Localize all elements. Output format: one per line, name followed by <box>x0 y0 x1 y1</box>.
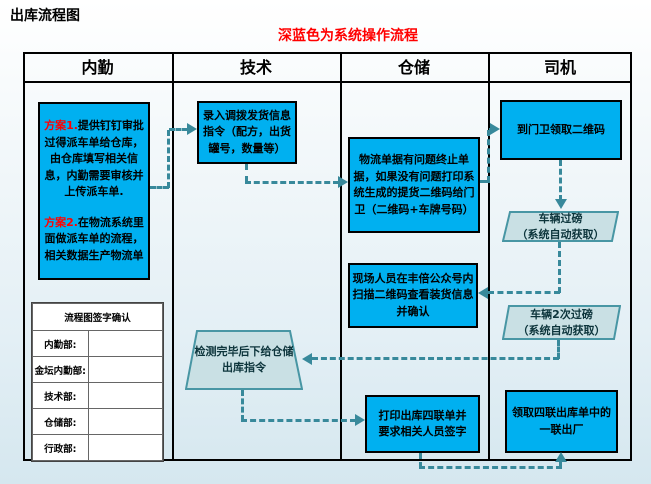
node-logistics-doc-check: 物流单据有问题终止单据，如果没有问题打印系统生成的提货二维码给门卫（二维码+车牌… <box>348 137 480 233</box>
lane-divider-3 <box>488 52 490 461</box>
plan-1-text: 提供钉钉审批过得派车单给仓库，由仓库填写相关信息，内勤需要审核并上传派车单. <box>44 119 144 198</box>
connector-weigh2-inspect-seg1 <box>557 340 560 359</box>
node-onsite-scan-confirm: 现场人员在丰倍公众号内扫描二维码查看装货信息并确认 <box>348 263 478 328</box>
signature-row-label: 金坛内勤部: <box>32 356 89 383</box>
arrowhead-into-logistics <box>338 176 348 188</box>
table-row: 内勤部: <box>32 330 164 357</box>
signature-row-value <box>87 408 164 435</box>
plan-1-label: 方案1. <box>44 119 78 132</box>
arrowhead-into-exit <box>555 452 567 462</box>
connector-plan-entry-seg2 <box>167 130 170 188</box>
signature-row-value <box>87 434 164 461</box>
inspect-trapezoid-shape <box>185 330 303 390</box>
swimlane-table-border <box>23 52 632 461</box>
connector-entry-logistics-seg1 <box>245 164 248 182</box>
lane-divider-1 <box>172 52 174 461</box>
header-separator <box>23 81 632 83</box>
connector-weigh2-inspect-seg2 <box>312 357 559 360</box>
lane-header-cangchu: 仓储 <box>397 58 430 77</box>
legend-note: 深蓝色为系统操作流程 <box>278 28 418 44</box>
signature-row-value <box>87 356 164 383</box>
connector-logistics-gate-seg2 <box>487 130 490 182</box>
plan-2-label: 方案2. <box>44 215 78 229</box>
lane-header-neiqin: 内勤 <box>81 58 114 77</box>
arrowhead-into-weigh1 <box>555 199 567 209</box>
arrowhead-into-gate <box>490 123 500 135</box>
connector-plan-entry-seg3 <box>169 128 188 131</box>
table-row: 金坛内勤部: <box>32 356 164 383</box>
plan-1-paragraph: 方案1.提供钉钉审批过得派车单给仓库，由仓库填写相关信息，内勤需要审核并上传派车… <box>42 118 146 201</box>
arrowhead-into-print <box>355 414 365 426</box>
weigh1-line1: 车辆过磅 <box>538 211 583 225</box>
node-get-qrcode-at-gate: 到门卫领取二维码 <box>500 100 622 160</box>
lane-header-siji: 司机 <box>543 58 576 77</box>
lane-header-jishu: 技术 <box>239 58 272 77</box>
plan-2-paragraph: 方案2.在物流系统里面做派车单的流程，相关数据生产物流单 <box>42 215 146 265</box>
signature-row-value <box>87 382 164 409</box>
signature-row-label: 行政部: <box>32 434 89 461</box>
signature-row-label: 技术部: <box>32 382 89 409</box>
connector-weigh1-scan-seg2 <box>488 291 560 294</box>
signature-row-label: 内勤部: <box>32 330 89 357</box>
node-enter-transfer-info: 录入调拨发货信息指令（配方，出货罐号，数量等） <box>197 101 297 164</box>
table-row: 技术部: <box>32 382 164 409</box>
page-title: 出库流程图 <box>10 8 80 24</box>
connector-entry-logistics-seg2 <box>245 181 339 184</box>
lane-divider-2 <box>340 52 342 461</box>
node-take-copy-exit-factory: 领取四联出库单中的一联出厂 <box>505 390 618 453</box>
node-dispatch-plan: 方案1.提供钉钉审批过得派车单给仓库，由仓库填写相关信息，内勤需要审核并上传派车… <box>38 102 150 280</box>
connector-weigh1-scan-seg1 <box>558 242 561 293</box>
table-row: 行政部: <box>32 434 164 461</box>
connector-plan-entry-seg1 <box>150 186 169 189</box>
connector-print-exit-seg3 <box>559 461 562 467</box>
node-inspection-done-instruction: 检测完毕后下给仓储出库指令 <box>194 345 294 374</box>
arrowhead-into-scan <box>478 287 488 299</box>
weigh2-line1: 车辆2次过磅 <box>530 307 593 321</box>
weigh2-line2: （系统自动获取） <box>517 323 606 337</box>
weigh2-parallelogram-shape <box>502 305 621 340</box>
node-vehicle-second-weighing: 车辆2次过磅 （系统自动获取） <box>502 305 621 340</box>
weigh1-line2: （系统自动获取） <box>516 227 605 241</box>
arrowhead-into-entry <box>187 123 197 135</box>
node-vehicle-weighing: 车辆过磅 （系统自动获取） <box>502 211 619 242</box>
signature-table: 流程图签字确认 内勤部: 金坛内勤部: 技术部: 仓储部: 行政部: <box>31 302 164 462</box>
node-print-quadruplicate: 打印出库四联单并要求相关人员签字 <box>365 395 480 453</box>
connector-inspect-print-seg1 <box>241 390 244 421</box>
plan-2-text: 在物流系统里面做派车单的流程，相关数据生产物流单 <box>44 215 144 262</box>
table-row: 仓储部: <box>32 408 164 435</box>
arrowhead-into-inspect <box>302 353 312 365</box>
connector-logistics-gate-seg1 <box>480 180 490 183</box>
connector-inspect-print-seg2 <box>241 419 356 422</box>
weigh1-parallelogram-shape <box>502 211 619 242</box>
signature-row-value <box>87 330 164 357</box>
connector-gate-weigh1 <box>559 160 562 201</box>
signature-row-label: 仓储部: <box>32 408 89 435</box>
connector-print-exit-seg1 <box>419 453 422 468</box>
signature-table-title: 流程图签字确认 <box>32 303 163 331</box>
connector-print-exit-seg2 <box>419 466 562 469</box>
